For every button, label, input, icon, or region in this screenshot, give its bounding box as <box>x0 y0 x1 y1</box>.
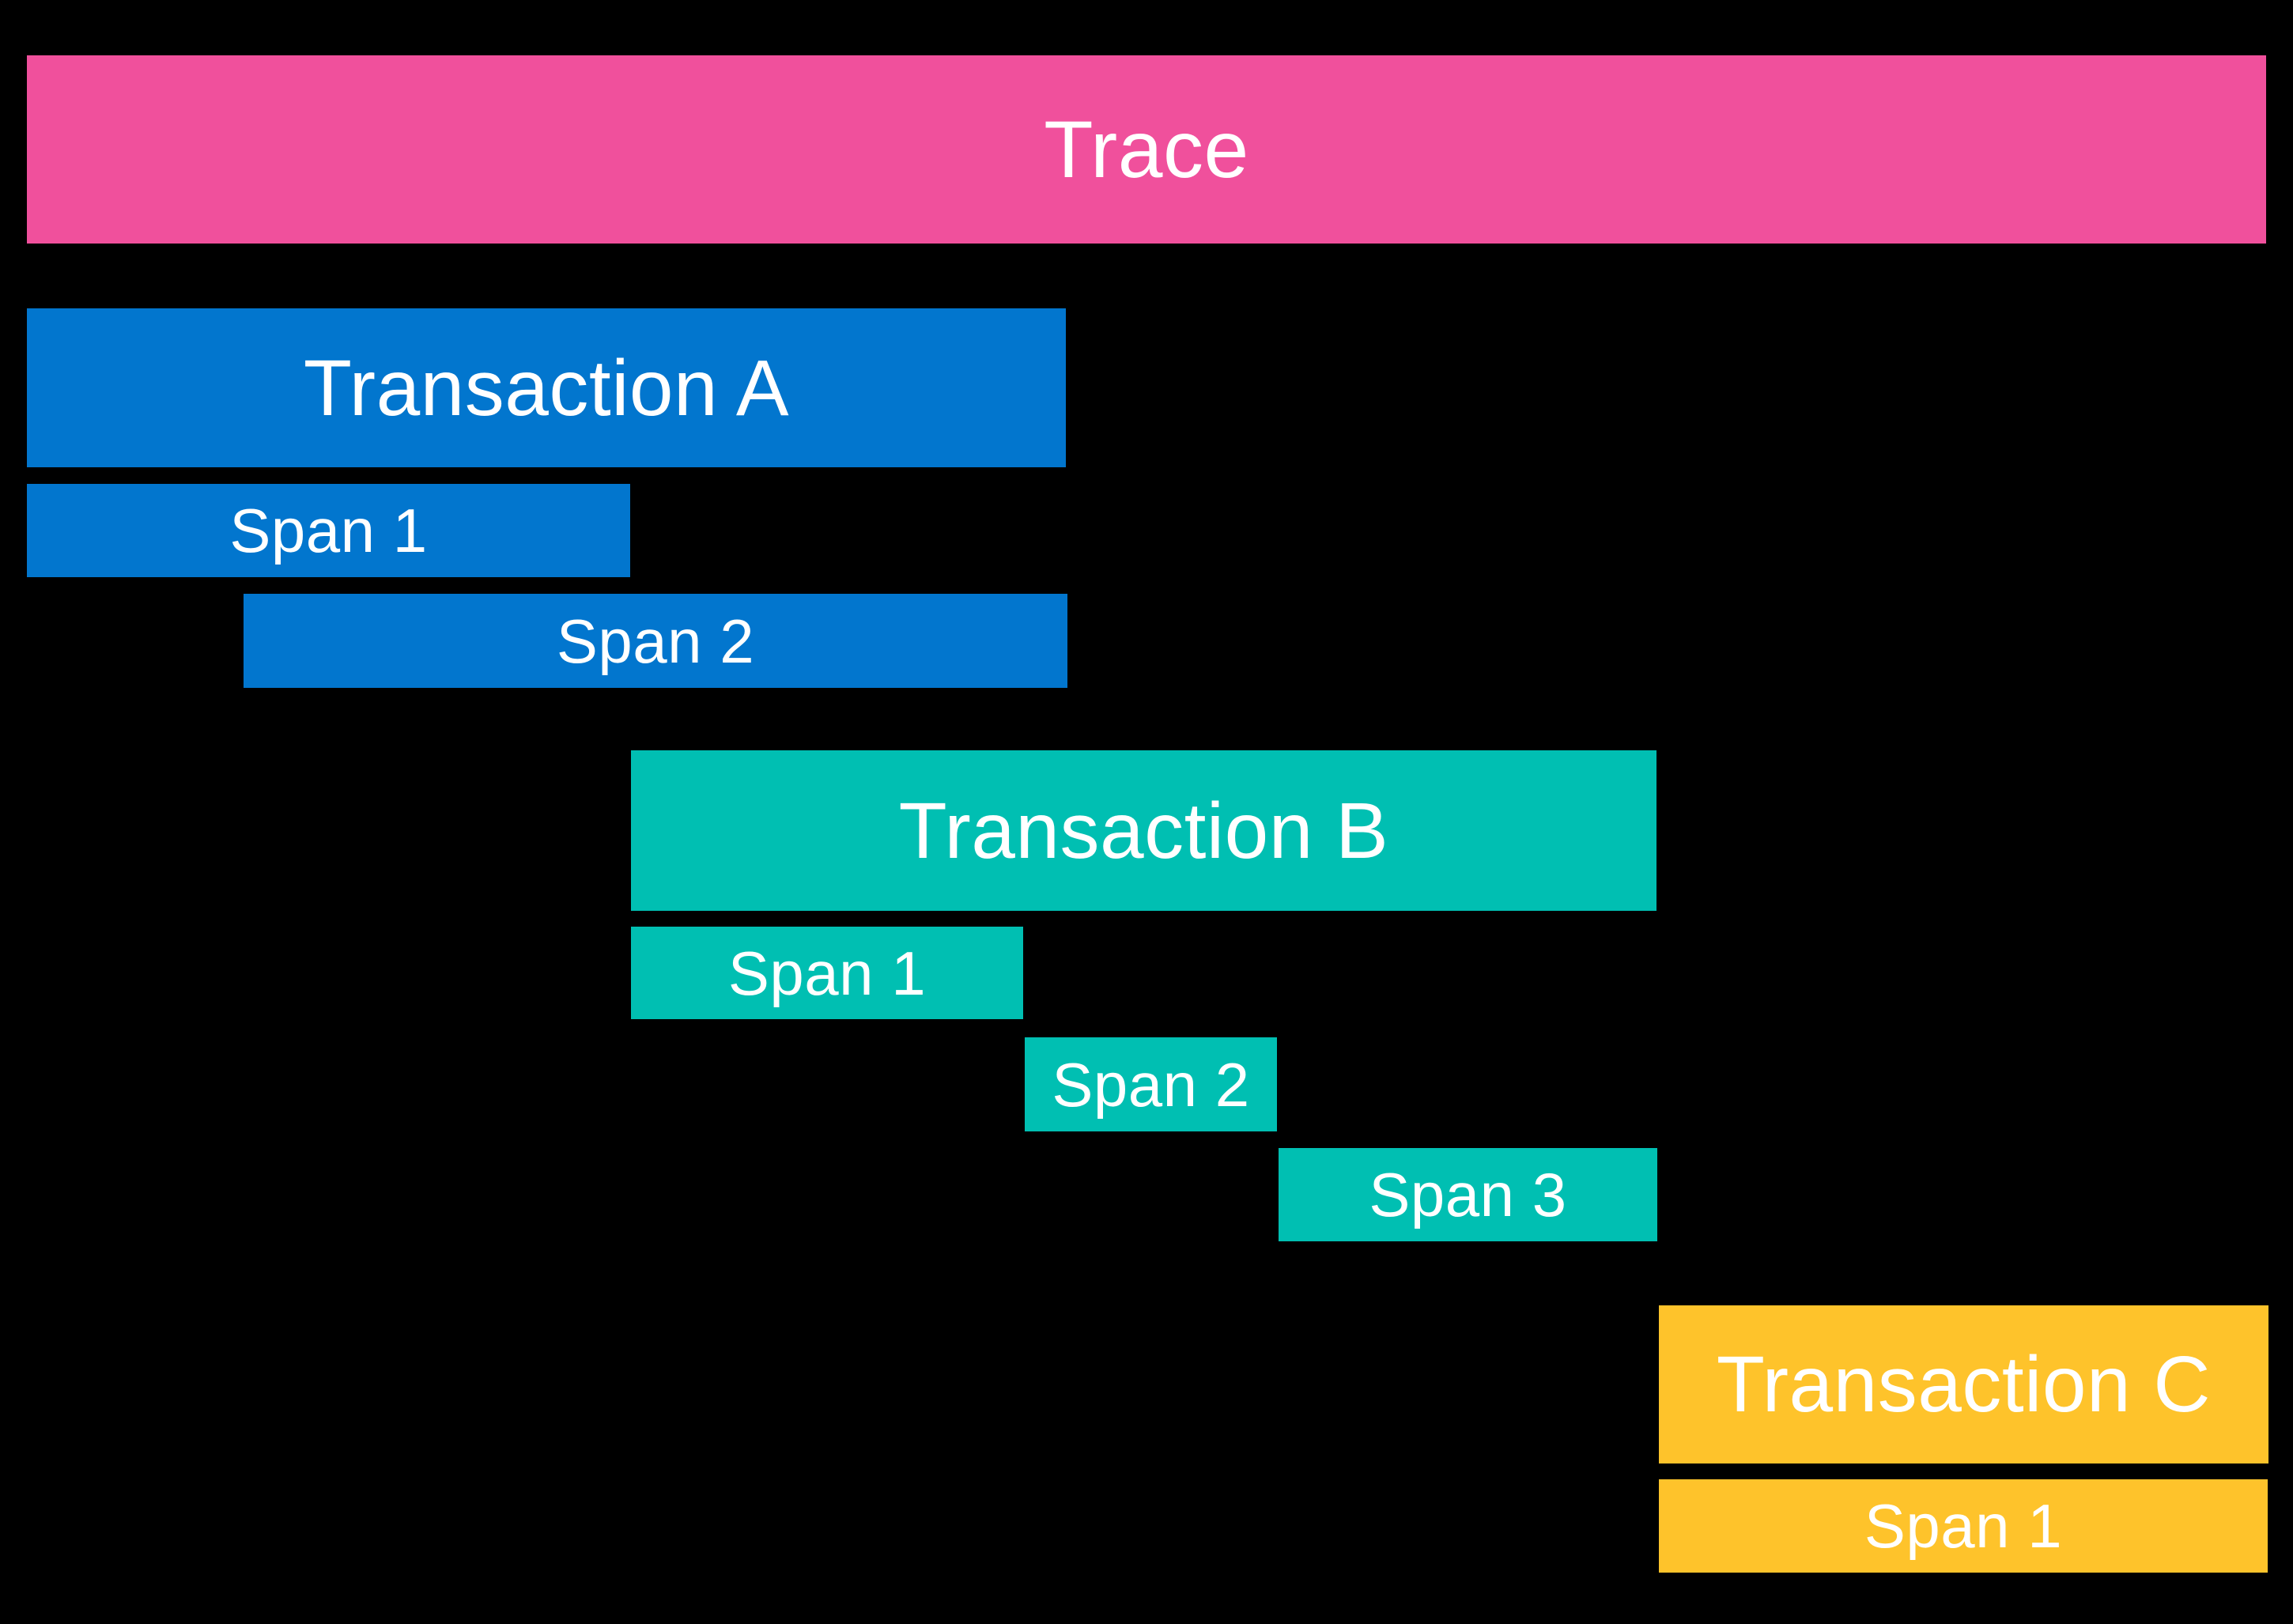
transaction-b-span-3-bar: Span 3 <box>1279 1148 1657 1241</box>
transaction-b-span-1-bar: Span 1 <box>631 927 1023 1019</box>
transaction-c-span-1-bar-label: Span 1 <box>1864 1491 2063 1561</box>
transaction-c-bar: Transaction C <box>1659 1305 2268 1463</box>
transaction-a-span-2-bar-label: Span 2 <box>556 606 755 676</box>
transaction-c-span-1-bar: Span 1 <box>1659 1479 2268 1573</box>
transaction-a-span-1-bar: Span 1 <box>27 484 630 577</box>
transaction-a-span-2-bar: Span 2 <box>244 594 1067 688</box>
transaction-b-span-3-bar-label: Span 3 <box>1369 1160 1567 1229</box>
transaction-b-span-2-bar: Span 2 <box>1025 1037 1277 1131</box>
transaction-a-bar: Transaction A <box>27 308 1066 467</box>
transaction-c-bar-label: Transaction C <box>1716 1340 2212 1429</box>
transaction-b-bar-label: Transaction B <box>898 786 1389 875</box>
transaction-b-span-2-bar-label: Span 2 <box>1052 1049 1250 1120</box>
transaction-a-bar-label: Transaction A <box>303 343 790 432</box>
transaction-a-span-1-bar-label: Span 1 <box>229 496 428 565</box>
trace-bar: Trace <box>27 55 2266 244</box>
trace-bar-label: Trace <box>1044 104 1249 195</box>
transaction-b-span-1-bar-label: Span 1 <box>727 938 927 1008</box>
transaction-b-bar: Transaction B <box>631 750 1656 911</box>
